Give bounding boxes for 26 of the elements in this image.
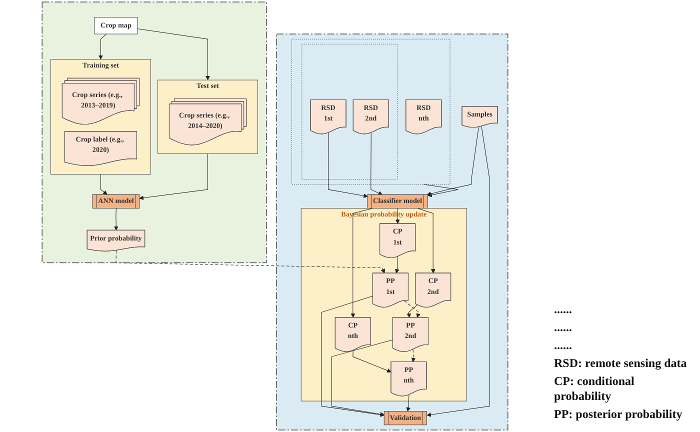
arrow xyxy=(423,184,458,198)
abbreviation-note: CP: conditional probability xyxy=(554,374,636,404)
cluster xyxy=(302,44,398,180)
arrow xyxy=(114,208,118,231)
arrow xyxy=(331,339,394,416)
arrow xyxy=(139,153,208,200)
arrow xyxy=(426,126,490,417)
arrow xyxy=(328,132,368,198)
arrow xyxy=(370,132,383,196)
arrow xyxy=(116,250,386,274)
arrow xyxy=(411,349,416,362)
cluster xyxy=(292,38,450,185)
arrow xyxy=(404,300,421,318)
abbreviation-note: RSD: remote sensing data xyxy=(554,356,687,371)
arrow xyxy=(426,126,479,196)
ellipsis-text: ...... xyxy=(554,338,572,353)
arrow xyxy=(98,34,107,60)
arrow xyxy=(406,304,418,318)
abbreviation-note: PP: posterior probability xyxy=(554,407,682,422)
ellipsis-text: ...... xyxy=(554,302,572,317)
arrow xyxy=(406,394,411,412)
arrow xyxy=(137,28,210,80)
arrow xyxy=(352,350,392,373)
arrow xyxy=(395,256,400,274)
ellipsis-text: ...... xyxy=(554,320,572,335)
arrow xyxy=(100,174,108,195)
